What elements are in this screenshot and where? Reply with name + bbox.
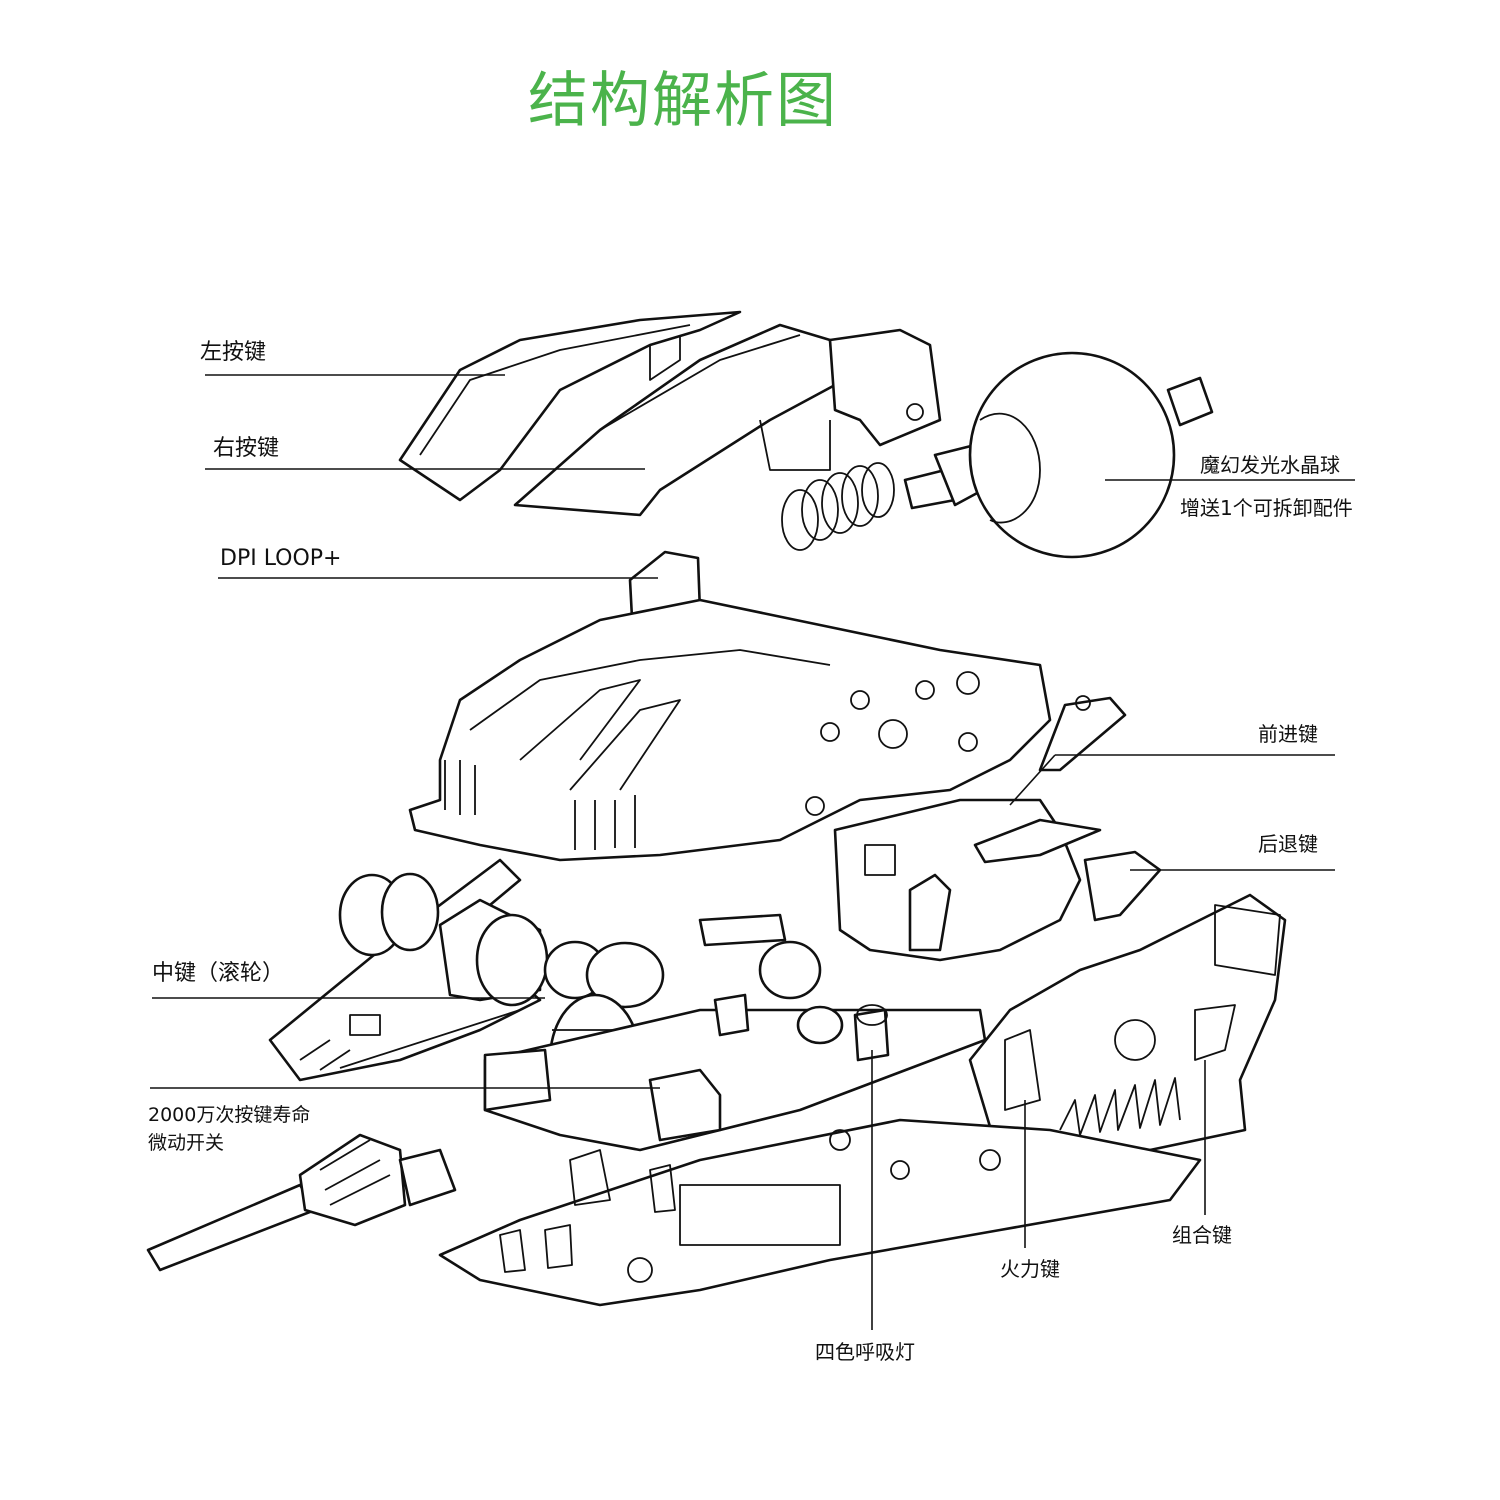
breathing-light-label: 四色呼吸灯 <box>815 1340 915 1364</box>
forward-key-label: 前进键 <box>1258 722 1318 746</box>
leader-lines <box>150 374 1355 1330</box>
page-title: 结构解析图 <box>528 66 838 136</box>
left-button-shell <box>398 310 742 502</box>
usb-cable-icon <box>146 1133 457 1272</box>
crystal-ball-label: 魔幻发光水晶球 <box>1200 453 1340 477</box>
middle-key-label: 中键（滚轮） <box>152 961 285 986</box>
fire-key-label: 火力键 <box>1000 1257 1060 1281</box>
left-button-label: 左按键 <box>200 340 267 365</box>
crystal-ball-icon <box>968 351 1214 559</box>
spring-icon <box>781 462 895 551</box>
micro-switch-label: 微动开关 <box>148 1132 225 1154</box>
top-chassis <box>408 598 1052 862</box>
dpi-label: DPI LOOP+ <box>220 546 342 571</box>
crystal-ball-note: 增送1个可拆卸配件 <box>1180 496 1353 520</box>
switch-life-label: 2000万次按键寿命 <box>148 1104 311 1126</box>
bottom-plate <box>438 1118 1202 1307</box>
side-panel <box>833 695 1162 962</box>
rear-bracket <box>828 328 942 447</box>
right-button-label: 右按键 <box>213 436 280 461</box>
pcb-board <box>483 913 987 1152</box>
back-key-label: 后退键 <box>1258 832 1318 856</box>
combo-key-label: 组合键 <box>1172 1223 1232 1247</box>
